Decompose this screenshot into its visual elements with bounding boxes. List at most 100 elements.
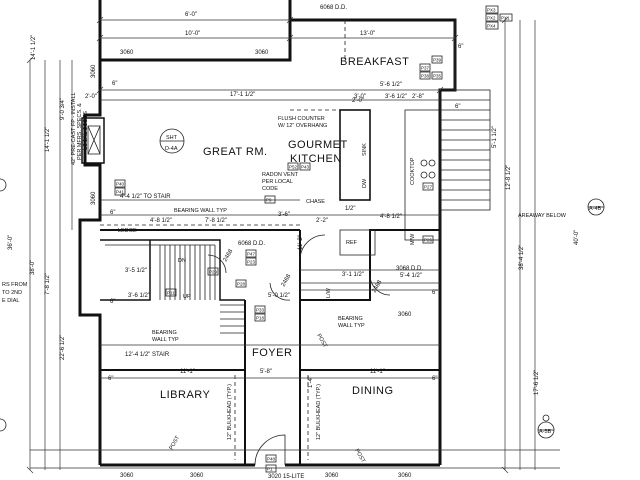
room-great-room: GREAT RM. bbox=[203, 146, 268, 158]
dim-5-1-2: 5'-1 1/2" bbox=[492, 126, 498, 148]
note-post-2: POST bbox=[169, 434, 182, 451]
tag-p16: P33 bbox=[256, 308, 265, 313]
door-3068: 3068 D.D. bbox=[396, 266, 423, 272]
wall-top-great-room bbox=[98, 0, 292, 62]
note-precast-2: PER MFRS. SPECS. & bbox=[77, 103, 83, 160]
dim-5-6-1-2: 5'-6 1/2" bbox=[380, 82, 402, 88]
sheet-callout-d4a: D-4A bbox=[165, 146, 178, 152]
tag-p9: P52 bbox=[289, 165, 298, 170]
note-dw: DW bbox=[362, 178, 368, 188]
tag-boxes: PX3 PX1 PX2 PX4 P37 P38 P39 P35 P52 P43 … bbox=[114, 5, 513, 473]
note-stairs-from: RS FROM bbox=[2, 282, 28, 288]
dim-4-8: 4'-8 1/2" bbox=[150, 218, 172, 224]
section-a5b: A-5B bbox=[539, 429, 552, 435]
window-3060-d: 3060 bbox=[91, 191, 97, 205]
tag-p21: P29 bbox=[209, 270, 218, 275]
dim-12-8: 12'-8 1/2" bbox=[506, 165, 512, 190]
door-2468-a: 2468 bbox=[223, 248, 235, 263]
refrigerator bbox=[339, 229, 376, 256]
tag-p8: P35 bbox=[433, 74, 442, 79]
tag-p15: P23 bbox=[247, 260, 256, 265]
stair-treads bbox=[105, 244, 245, 334]
door-6068-top: 6068 D.D. bbox=[320, 5, 347, 11]
dim-12-4-stair: 12'-4 1/2" STAIR bbox=[125, 352, 170, 358]
room-dining: DINING bbox=[352, 385, 394, 397]
note-areaway: AREAWAY BELOW bbox=[518, 213, 567, 219]
dim-6h: 6" bbox=[110, 299, 115, 305]
dim-6g: 6" bbox=[432, 376, 437, 382]
dim-9-0: 9'-0 3/4" bbox=[60, 98, 66, 120]
dim-2-2: 2'-2" bbox=[316, 218, 328, 224]
note-precast-1: 42" PRE-CAST FP - INSTALL bbox=[71, 92, 77, 165]
window-3060-b: 3060 bbox=[255, 50, 269, 56]
note-e-dial: E DIAL bbox=[2, 298, 19, 304]
note-wall-typ-2: WALL TYP bbox=[152, 337, 179, 343]
tag-p7: P39 bbox=[433, 58, 442, 63]
dim-top-13-0: 13'-0" bbox=[360, 31, 375, 37]
dim-4-4-to-stair: 4'-4 1/2" TO STAIR bbox=[120, 194, 171, 200]
section-a4b: A-4B bbox=[589, 206, 602, 212]
tag-p10: P43 bbox=[301, 165, 310, 170]
dim-5-0: 5'-0 1/2" bbox=[268, 293, 290, 299]
door-2468-b: 2468 bbox=[281, 273, 293, 288]
tag-p6: P38 bbox=[421, 74, 430, 79]
dim-5-4: 5'-4 1/2" bbox=[400, 273, 422, 279]
room-library: LIBRARY bbox=[160, 389, 211, 401]
door-2468-c: 2468 bbox=[372, 279, 384, 294]
tag-p20: P27 bbox=[424, 185, 433, 190]
note-radon: RADON VENT bbox=[262, 172, 299, 178]
section-markers bbox=[0, 128, 605, 439]
dim-11-2: 11'-2" bbox=[298, 235, 304, 250]
tag-p4: PX4 bbox=[487, 24, 496, 29]
dim-3-1: 3'-1 1/2" bbox=[342, 272, 364, 278]
dim-4-8b: 4'-8 1/2" bbox=[380, 214, 402, 220]
tag-p23: P1 bbox=[267, 467, 273, 472]
window-3060-a: 3060 bbox=[120, 50, 134, 56]
dim-top-6-0: 6'-0" bbox=[185, 12, 197, 18]
note-sink: SINK bbox=[362, 143, 368, 156]
room-gourmet: GOURMET bbox=[288, 139, 348, 151]
window-3060-c: 3060 bbox=[91, 64, 97, 78]
dim-2-8: 2'-8" bbox=[412, 94, 424, 100]
dim-7-8b: 7'-8 1/2" bbox=[45, 273, 51, 295]
dim-2-0b: 2'-0" bbox=[352, 98, 364, 104]
dim-3-6-1-2: 3'-6 1/2" bbox=[385, 94, 407, 100]
dim-17-1-2: 17'-1 1/2" bbox=[230, 92, 255, 98]
dim-17-6: 17'-6 1/2" bbox=[534, 370, 540, 395]
note-dn: DN bbox=[178, 258, 186, 264]
tag-p24: P11 bbox=[167, 291, 175, 296]
tag-p12: P41 bbox=[116, 190, 125, 195]
tag-p19: P26 bbox=[424, 238, 433, 243]
note-flush-counter: FLUSH COUNTER bbox=[278, 116, 325, 122]
tag-p18: P28 bbox=[237, 282, 246, 287]
dim-6b: 6" bbox=[458, 44, 463, 50]
note-mw: M/W bbox=[410, 233, 416, 245]
dim-1-4: 1'-4" bbox=[308, 376, 314, 388]
room-breakfast: BREAKFAST bbox=[340, 56, 409, 68]
dim-6d: 6" bbox=[110, 210, 115, 216]
dim-7-8: 7'-8 1/2" bbox=[205, 218, 227, 224]
note-code: CODE bbox=[262, 186, 278, 192]
bulkhead-lines bbox=[100, 20, 346, 460]
dim-2-0: 2'-0" bbox=[85, 94, 97, 100]
dim-3-5: 3'-5 1/2" bbox=[125, 268, 147, 274]
tag-p1: PX3 bbox=[487, 8, 496, 13]
tag-p3: PX2 bbox=[487, 16, 496, 21]
dim-5-8: 5'-8" bbox=[260, 369, 272, 375]
dim-3-6: 3'-6" bbox=[278, 212, 290, 218]
window-3060-f: 3060 bbox=[190, 473, 204, 479]
door-3020-15-lite: 3020 15-LITE bbox=[268, 474, 304, 480]
note-bearing-wall: BEARING WALL TYP bbox=[174, 208, 227, 214]
window-3060-e: 3060 bbox=[120, 473, 134, 479]
room-kitchen: KITCHEN bbox=[290, 153, 342, 165]
dim-11-1b: 11'-1" bbox=[370, 369, 385, 375]
fireplace bbox=[81, 117, 105, 164]
dim-22-6: 22'-6 1/2" bbox=[60, 335, 66, 360]
dimension-lines bbox=[26, 16, 560, 474]
dim-3-6b: 3'-6 1/2" bbox=[128, 293, 150, 299]
door-swings bbox=[207, 234, 391, 466]
areaway-stair bbox=[439, 89, 491, 211]
note-ledge: LEDGE bbox=[118, 228, 137, 234]
